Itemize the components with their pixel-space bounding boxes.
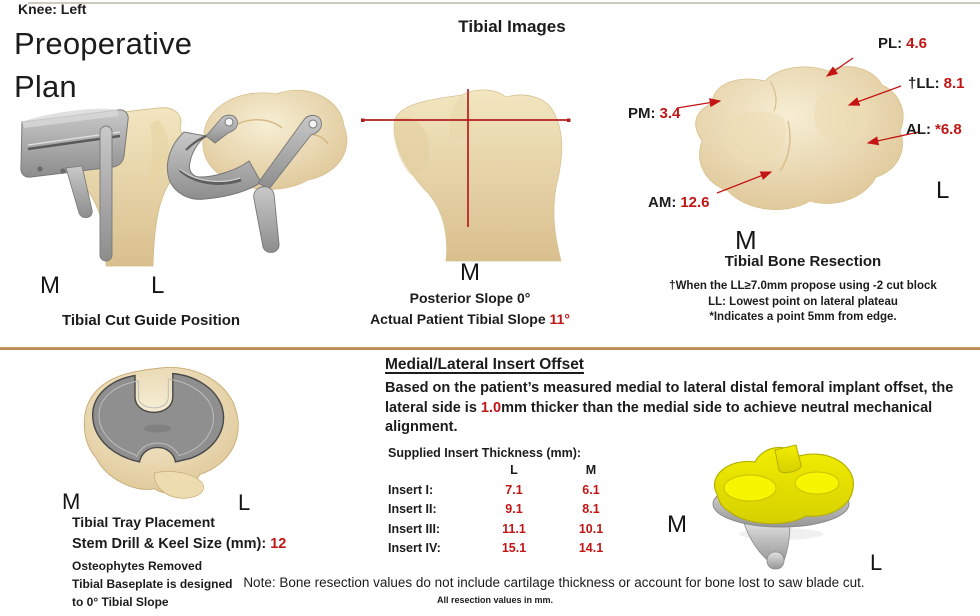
cut-guide-lateral-label: L <box>151 272 165 299</box>
insert-table-corner <box>388 463 476 477</box>
resection-medial-label: M <box>735 225 757 255</box>
cut-guide-medial-label: M <box>40 272 60 299</box>
page-title: Preoperative Plan <box>14 22 192 108</box>
footer-sub-note: All resection values in mm. <box>436 595 554 605</box>
measurement-pl-value: 4.6 <box>906 35 928 52</box>
tibial-tray-placement-illustration <box>83 366 239 499</box>
tray-note-osteophytes: Osteophytes Removed <box>72 559 203 573</box>
measurement-pl: PL:4.6 <box>878 35 927 52</box>
offset-body-post: mm thicker than the medial side to achie… <box>385 399 933 436</box>
cropped-logo-fragment <box>900 0 976 5</box>
measurement-pm-label: PM: <box>628 105 656 122</box>
insert-thickness-table: L M Insert I: 7.1 6.1 Insert II: 9.1 8.1… <box>388 463 630 555</box>
insert-row-1-l: 7.1 <box>505 482 523 497</box>
stem-keel-value: 12 <box>270 536 287 552</box>
stem-keel-prefix: Stem Drill & Keel Size (mm): <box>72 536 271 552</box>
actual-slope-text: Actual Patient Tibial Slope 11° <box>340 311 600 327</box>
insert-table-col-l: L <box>510 463 518 477</box>
tibia-frontal-illustration <box>361 89 571 262</box>
measurement-pm-value: 3.4 <box>659 105 681 122</box>
resection-footnote-1: †When the LL≥7.0mm propose using -2 cut … <box>669 280 937 292</box>
stem-keel-size: Stem Drill & Keel Size (mm): 12 <box>72 536 286 552</box>
footer-note: Note: Bone resection values do not inclu… <box>243 575 865 590</box>
resection-footnote-3: *Indicates a point 5mm from edge. <box>709 311 897 323</box>
insert-row-3-label: Insert III: <box>388 521 441 536</box>
measurement-ll: †LL:8.1 <box>908 75 965 92</box>
insert-row-2-label: Insert II: <box>388 502 437 516</box>
top-divider <box>28 2 980 4</box>
resection-lateral-label: L <box>936 177 950 204</box>
measurement-al-label: AL: <box>906 121 931 138</box>
page-title-line2: Plan <box>14 69 77 104</box>
resection-caption: Tibial Bone Resection <box>724 253 882 270</box>
section-divider <box>0 347 980 350</box>
offset-body-value: 1.0 <box>480 399 502 416</box>
insert-row-2-m: 8.1 <box>582 502 600 516</box>
insert-row-1-m: 6.1 <box>582 482 600 497</box>
insert-offset-heading: Medial/Lateral Insert Offset <box>385 356 584 373</box>
tibial-plateau-resection-illustration <box>676 57 920 210</box>
insert-row-4-l: 15.1 <box>501 541 527 555</box>
tray-note-baseplate-1: Tibial Baseplate is designed <box>72 577 233 591</box>
measurement-ll-label: †LL: <box>908 75 940 92</box>
cut-guide-caption: Tibial Cut Guide Position <box>62 312 241 329</box>
insert-table-title: Supplied Insert Thickness (mm): <box>388 446 582 460</box>
insert-row-3-l: 11.1 <box>502 521 526 536</box>
resection-footnote-2: LL: Lowest point on lateral plateau <box>708 295 898 308</box>
measurement-pm: PM:3.4 <box>628 105 680 122</box>
measurement-pl-label: PL: <box>878 35 903 52</box>
insert-row-4-m: 14.1 <box>578 541 604 555</box>
insert-table-col-m: M <box>585 463 597 477</box>
insert-row-2-l: 9.1 <box>505 502 523 516</box>
page-title-line1: Preoperative <box>14 26 193 61</box>
insert-row-3-m: 10.1 <box>578 521 604 536</box>
insert-row-1-label: Insert I: <box>388 482 434 497</box>
measurement-am-value: 12.6 <box>680 194 710 211</box>
actual-slope-prefix: Actual Patient Tibial Slope <box>370 311 550 327</box>
insert-row-4-label: Insert IV: <box>388 541 441 555</box>
tray-caption: Tibial Tray Placement <box>72 514 215 530</box>
insert-offset-body: Based on the patient’s measured medial t… <box>385 379 963 438</box>
implant-lateral-label: L <box>870 550 883 575</box>
measurement-am: AM:12.6 <box>648 194 710 211</box>
measurement-am-label: AM: <box>648 194 677 211</box>
tibial-cut-guide-illustration <box>20 89 348 267</box>
tibial-images-medial-label: M <box>460 259 480 286</box>
tray-lateral-label: L <box>238 490 251 515</box>
tibial-images-title: Tibial Images <box>458 17 566 36</box>
tray-medial-label: M <box>62 489 81 514</box>
posterior-slope-text: Posterior Slope 0° <box>409 290 531 306</box>
measurement-al-value: *6.8 <box>935 121 962 138</box>
tibial-implant-illustration <box>712 444 854 570</box>
knee-side-label: Knee: Left <box>18 1 87 17</box>
implant-medial-label: M <box>667 511 687 538</box>
resection-footnotes: †When the LL≥7.0mm propose using -2 cut … <box>650 279 956 326</box>
actual-slope-value: 11° <box>549 311 570 327</box>
measurement-ll-value: 8.1 <box>943 75 965 92</box>
offset-body-pre: Based on the patient’s measured medial t… <box>385 380 954 416</box>
tray-note-baseplate-2: to 0° Tibial Slope <box>72 595 169 609</box>
measurement-al: AL:*6.8 <box>906 121 962 138</box>
